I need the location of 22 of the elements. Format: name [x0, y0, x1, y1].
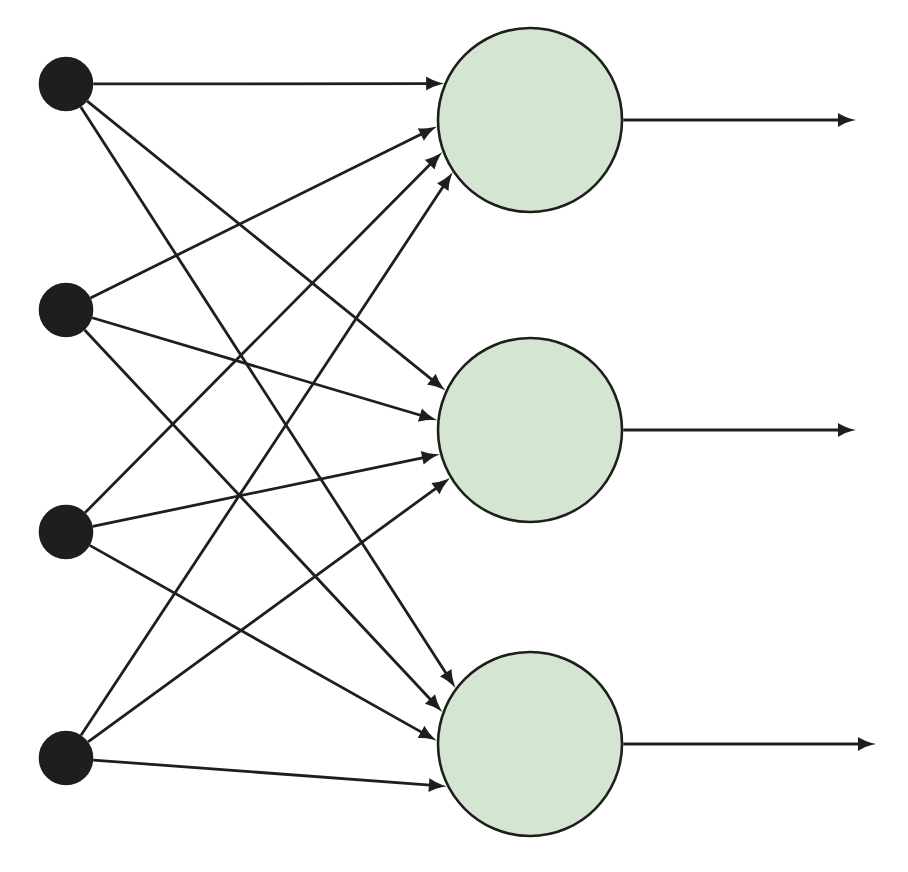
arrow	[91, 316, 434, 422]
arrow	[93, 758, 443, 792]
arrow	[623, 114, 852, 126]
circle	[436, 26, 624, 214]
circle	[436, 650, 624, 838]
dot	[38, 56, 94, 112]
circle	[436, 336, 624, 524]
dot	[38, 282, 94, 338]
arrow	[93, 77, 440, 90]
arrow	[86, 100, 443, 389]
arrow	[84, 154, 440, 514]
arrow	[89, 127, 434, 300]
arrow	[83, 329, 440, 710]
arrow	[79, 175, 451, 736]
arrow	[89, 544, 434, 740]
arrow	[79, 106, 454, 685]
dot	[38, 730, 94, 786]
arrow	[92, 451, 436, 528]
arrow	[623, 424, 852, 436]
dot	[38, 504, 94, 560]
arrow	[87, 479, 447, 744]
arrow	[623, 738, 872, 750]
